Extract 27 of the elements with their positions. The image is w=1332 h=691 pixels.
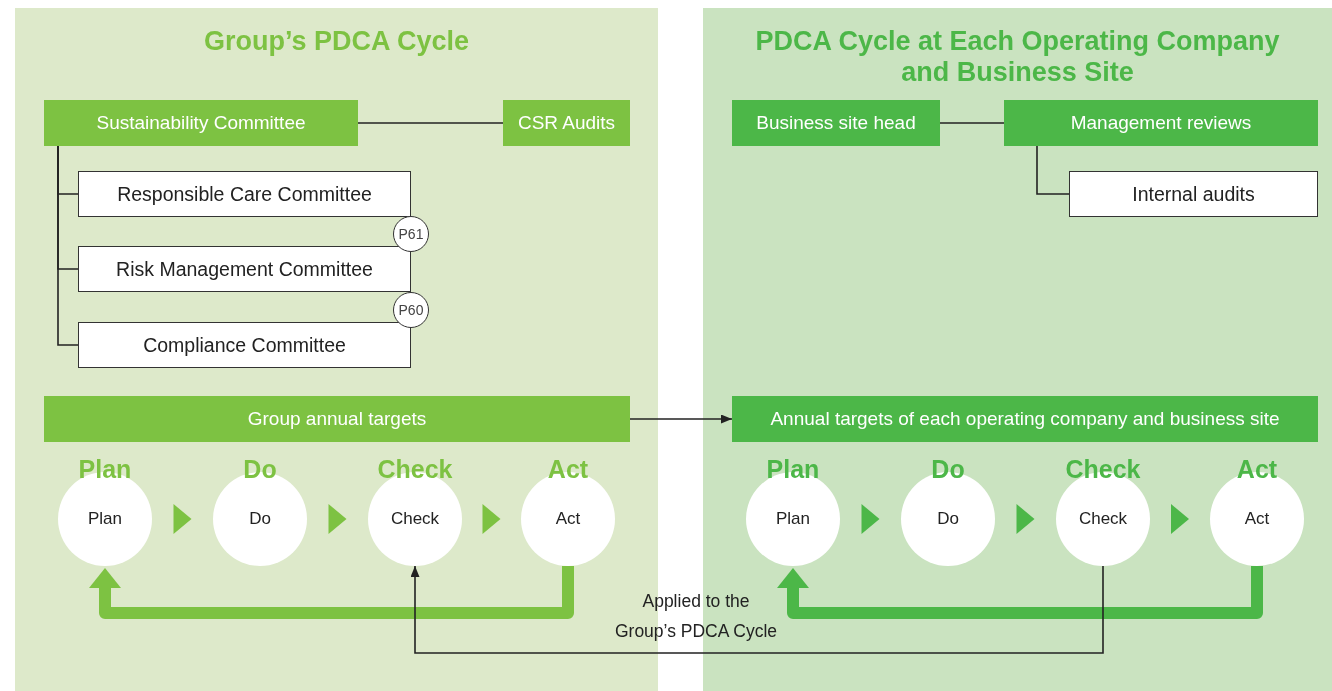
connector-line <box>357 122 504 124</box>
label-bar: CSR Audits <box>503 100 630 146</box>
label-bar: Annual targets of each operating company and business site <box>732 396 1318 442</box>
arrow <box>629 414 733 424</box>
section-heading: PDCA Cycle at Each Operating Company and Business Site <box>754 26 1281 88</box>
page-reference-badge: P60 <box>393 292 429 328</box>
chevron-arrow <box>328 504 347 534</box>
chevron-arrow <box>482 504 501 534</box>
connector-line <box>939 122 1005 124</box>
section-heading: Group’s PDCA Cycle <box>202 26 471 57</box>
label-bar: Business site head <box>732 100 940 146</box>
page-reference-badge: P61 <box>393 216 429 252</box>
chevron-arrow <box>173 504 192 534</box>
committee-box: Compliance Committee <box>78 322 411 368</box>
committee-box: Risk Management Committee <box>78 246 411 292</box>
label-bar: Sustainability Committee <box>44 100 358 146</box>
arrow <box>410 565 1104 654</box>
committee-box: Responsible Care Committee <box>78 171 411 217</box>
chevron-arrow <box>1171 504 1189 534</box>
committee-box: Internal audits <box>1069 171 1318 217</box>
connector-line <box>57 145 79 346</box>
label-bar: Group annual targets <box>44 396 630 442</box>
chevron-arrow <box>1016 504 1035 534</box>
chevron-arrow <box>861 504 880 534</box>
connector-line <box>1036 145 1070 195</box>
label-bar: Management reviews <box>1004 100 1318 146</box>
edge-label: Applied to the Group’s PDCA Cycle <box>613 590 779 643</box>
